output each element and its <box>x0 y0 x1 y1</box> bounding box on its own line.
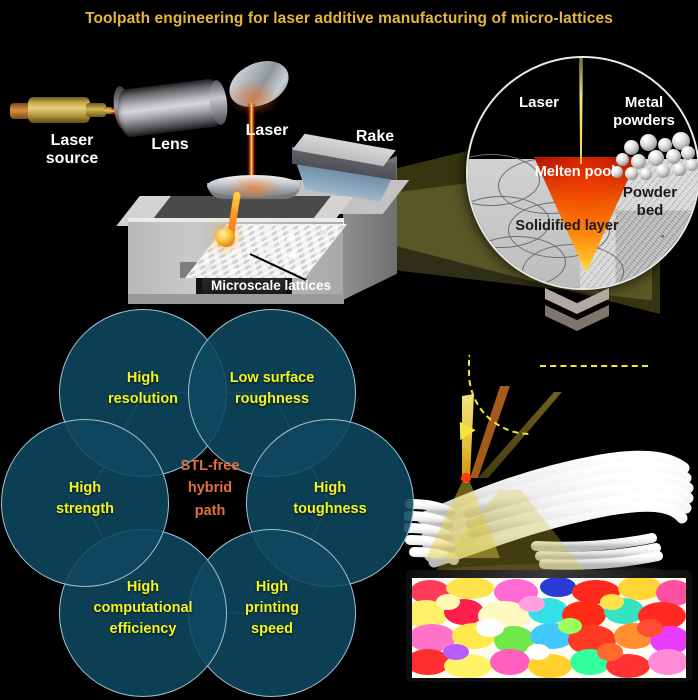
venn-label-high-toughness: High toughness <box>293 480 367 518</box>
build-chamber-base <box>128 294 344 304</box>
label-laser-source: Laser source <box>45 132 99 168</box>
laser-beam-vertical <box>247 103 256 189</box>
venn-label-low-surface-roughness: Low surface roughness <box>229 370 315 408</box>
inset-laser-beam <box>579 58 583 164</box>
metal-powder-sphere <box>686 159 698 171</box>
metal-powder-sphere <box>658 138 672 152</box>
ebsd-grains <box>412 578 686 678</box>
inset-label-melten-pool: Melten pool <box>534 164 616 180</box>
label-laser: Laser <box>245 122 289 139</box>
venn-label-high-computational-efficiency: High computational efficiency <box>93 579 193 638</box>
lens-barrel <box>115 77 225 139</box>
toolpath-beam-spread <box>426 482 500 558</box>
ebsd-grain-orientation-map <box>412 578 686 678</box>
metal-powder-sphere <box>611 166 623 178</box>
laser-source-body <box>28 97 90 123</box>
metal-powder-sphere <box>625 167 638 180</box>
toolpath-laser-beam <box>478 392 562 478</box>
metal-powder-sphere <box>640 134 657 151</box>
venn-circle-high-strength[interactable] <box>1 419 169 587</box>
toolpath-laser-beam <box>462 394 474 478</box>
inset-label-powder-bed: Powder bed <box>622 184 678 219</box>
toolpath-laser-spot <box>461 473 471 483</box>
inset-label-laser: Laser <box>518 94 560 111</box>
metal-powder-sphere <box>631 154 646 169</box>
metal-powder-sphere <box>616 153 629 166</box>
metal-powder-sphere <box>672 132 690 150</box>
laser-source-nose <box>104 106 112 114</box>
inset-label-metal-powders: Metal powders <box>613 94 675 129</box>
metal-powder-sphere <box>681 146 695 160</box>
melt-pool-inset: Laser Metal powders Melten pool Powder b… <box>466 56 698 290</box>
laser-source-tip <box>86 103 106 117</box>
venn-label-high-strength: High strength <box>56 480 114 518</box>
metal-powder-sphere <box>673 163 686 176</box>
scan-direction-dashed-line <box>540 365 648 367</box>
venn-center-label: STL-free hybrid path <box>180 458 240 519</box>
laser-melt-spot <box>216 228 235 247</box>
metal-powder-sphere <box>640 168 652 180</box>
figure-title: Toolpath engineering for laser additive … <box>85 10 613 27</box>
metal-powder-sphere <box>666 149 681 164</box>
venn-label-high-resolution: High resolution <box>107 370 179 408</box>
label-lens: Lens <box>151 136 189 153</box>
metal-powder-sphere <box>656 164 670 178</box>
inset-label-solidified-layer: Solidified layer <box>515 218 619 234</box>
metal-powder-sphere <box>648 150 664 166</box>
laser-source-connector <box>10 103 32 119</box>
venn-diagram: High resolution Low surface roughness Hi… <box>0 309 420 700</box>
venn-label-high-printing-speed: High printing speed <box>245 579 299 638</box>
metal-powder-sphere <box>624 140 639 155</box>
